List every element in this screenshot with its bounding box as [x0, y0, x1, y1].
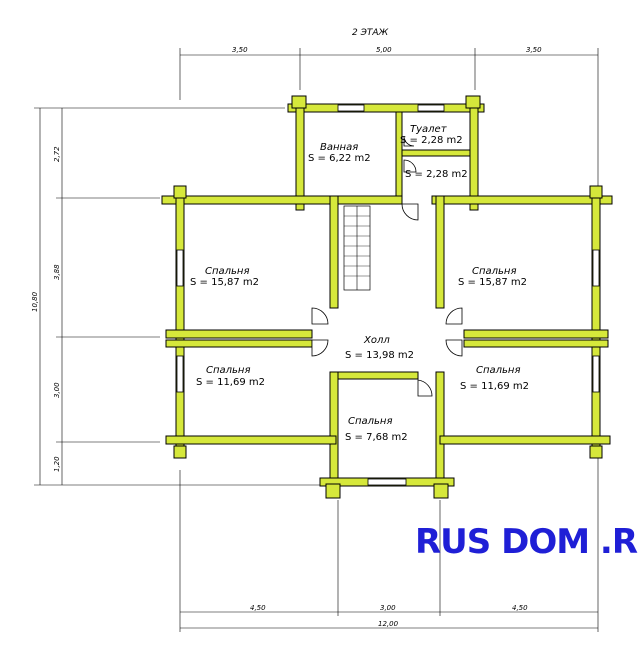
bottom-dimension: 4,50 3,00 4,50 12,00 — [179, 470, 599, 632]
posts — [173, 95, 603, 499]
window — [417, 104, 445, 112]
room-bedroom-lowright-area: S = 11,69 m2 — [460, 381, 529, 392]
room-bedroom-right-area: S = 15,87 m2 — [458, 277, 527, 288]
dim-top-1: 3,50 — [232, 46, 248, 54]
room-bedroom-lowleft-area: S = 11,69 m2 — [196, 377, 265, 388]
dim-top-3: 3,50 — [526, 46, 542, 54]
door — [311, 307, 329, 325]
staircase — [343, 205, 371, 291]
dim-bottom-1: 4,50 — [250, 604, 266, 612]
window — [592, 249, 600, 287]
door — [403, 159, 417, 173]
room-toilet-area: S = 2,28 m2 — [400, 135, 463, 146]
dim-bottom-3: 4,50 — [512, 604, 528, 612]
plan-title: 2 ЭТАЖ — [352, 28, 389, 38]
door — [401, 203, 419, 221]
room-bedroom-left-area: S = 15,87 m2 — [190, 277, 259, 288]
dim-left-total: 10,80 — [31, 291, 39, 312]
door — [417, 379, 433, 397]
window — [337, 104, 365, 112]
room-toilet-name: Туалет — [410, 124, 448, 135]
windows — [176, 104, 600, 486]
room-bedroom-lowleft-name: Спальня — [206, 365, 251, 376]
room-hall-name: Холл — [363, 335, 390, 346]
room-bath-name: Ванная — [320, 142, 358, 153]
dim-left-3: 3,00 — [53, 382, 61, 398]
window — [592, 355, 600, 393]
dim-left-1: 2,72 — [53, 146, 61, 162]
door — [445, 339, 463, 357]
window — [176, 249, 184, 287]
room-bath-area: S = 6,22 m2 — [308, 153, 371, 164]
room-toilet2-area: S = 2,28 m2 — [405, 169, 468, 180]
room-bedroom-right-name: Спальня — [472, 266, 517, 277]
room-hall-area: S = 13,98 m2 — [345, 350, 414, 361]
dim-bottom-2: 3,00 — [380, 604, 396, 612]
dim-bottom-total: 12,00 — [378, 620, 399, 628]
door — [403, 135, 415, 147]
top-dimension: 3,50 5,00 3,50 — [179, 46, 599, 100]
room-labels: Ванная S = 6,22 m2 Туалет S = 2,28 m2 S … — [190, 124, 529, 443]
room-bedroom-left-name: Спальня — [205, 266, 250, 277]
door — [445, 307, 463, 325]
room-bedroom-small-area: S = 7,68 m2 — [345, 432, 408, 443]
brand-watermark: RUS DOM .RU — [415, 522, 640, 562]
window — [176, 355, 184, 393]
room-bedroom-lowright-name: Спальня — [476, 365, 521, 376]
left-dimension: 10,80 2,72 3,88 3,00 1,20 — [31, 107, 320, 486]
dim-left-4: 1,20 — [53, 456, 61, 472]
doors — [311, 135, 463, 397]
dim-left-2: 3,88 — [53, 264, 61, 280]
door — [311, 339, 329, 357]
dim-top-2: 5,00 — [376, 46, 392, 54]
room-bedroom-small-name: Спальня — [348, 416, 393, 427]
window — [367, 478, 407, 486]
